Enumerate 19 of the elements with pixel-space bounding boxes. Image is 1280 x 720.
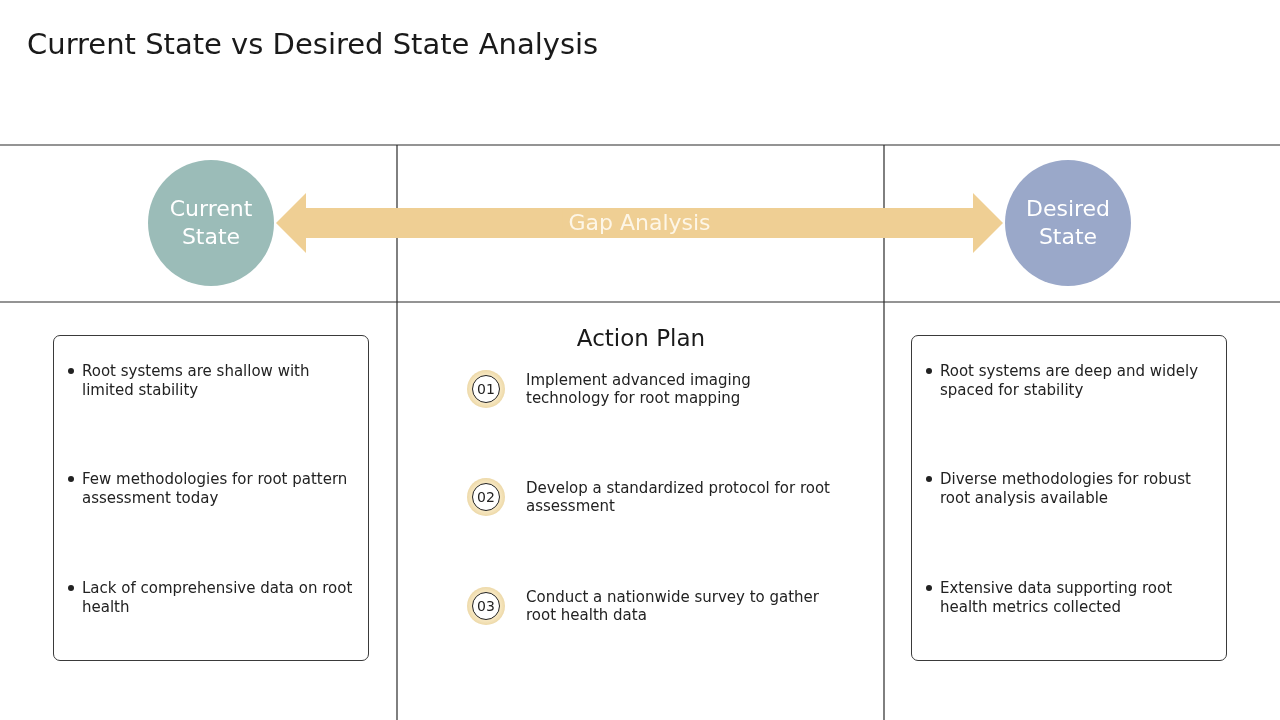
bullet-text: Few methodologies for root pattern assessment today	[82, 470, 349, 508]
block-double-arrow	[276, 193, 1003, 253]
state-label: Current State	[168, 195, 254, 251]
bullet-text: Extensive data supporting root health metrics collected	[940, 579, 1173, 617]
bullet-text: Root systems are shallow with limited stability	[82, 362, 311, 400]
step-description: Conduct a nationwide survey to gather root health data	[526, 588, 820, 624]
step-description: Implement advanced imaging technology for root mapping	[526, 371, 752, 407]
step-number: 01	[472, 375, 500, 403]
state-label: Desired State	[1024, 195, 1112, 251]
bullet-text: Root systems are deep and widely spaced for stability	[940, 362, 1200, 400]
step-description: Develop a standardized protocol for root assessment	[526, 479, 831, 515]
column-heading: Action Plan	[575, 324, 707, 353]
step-number: 03	[472, 592, 500, 620]
bullet-list-box	[53, 335, 369, 661]
slide-title: Current State vs Desired State Analysis	[27, 26, 599, 62]
bullet-text: Lack of comprehensive data on root health	[82, 579, 354, 617]
bullet-text: Diverse methodologies for robust root analysis available	[940, 470, 1192, 508]
bullet-list-box	[911, 335, 1227, 661]
step-number: 02	[472, 483, 500, 511]
